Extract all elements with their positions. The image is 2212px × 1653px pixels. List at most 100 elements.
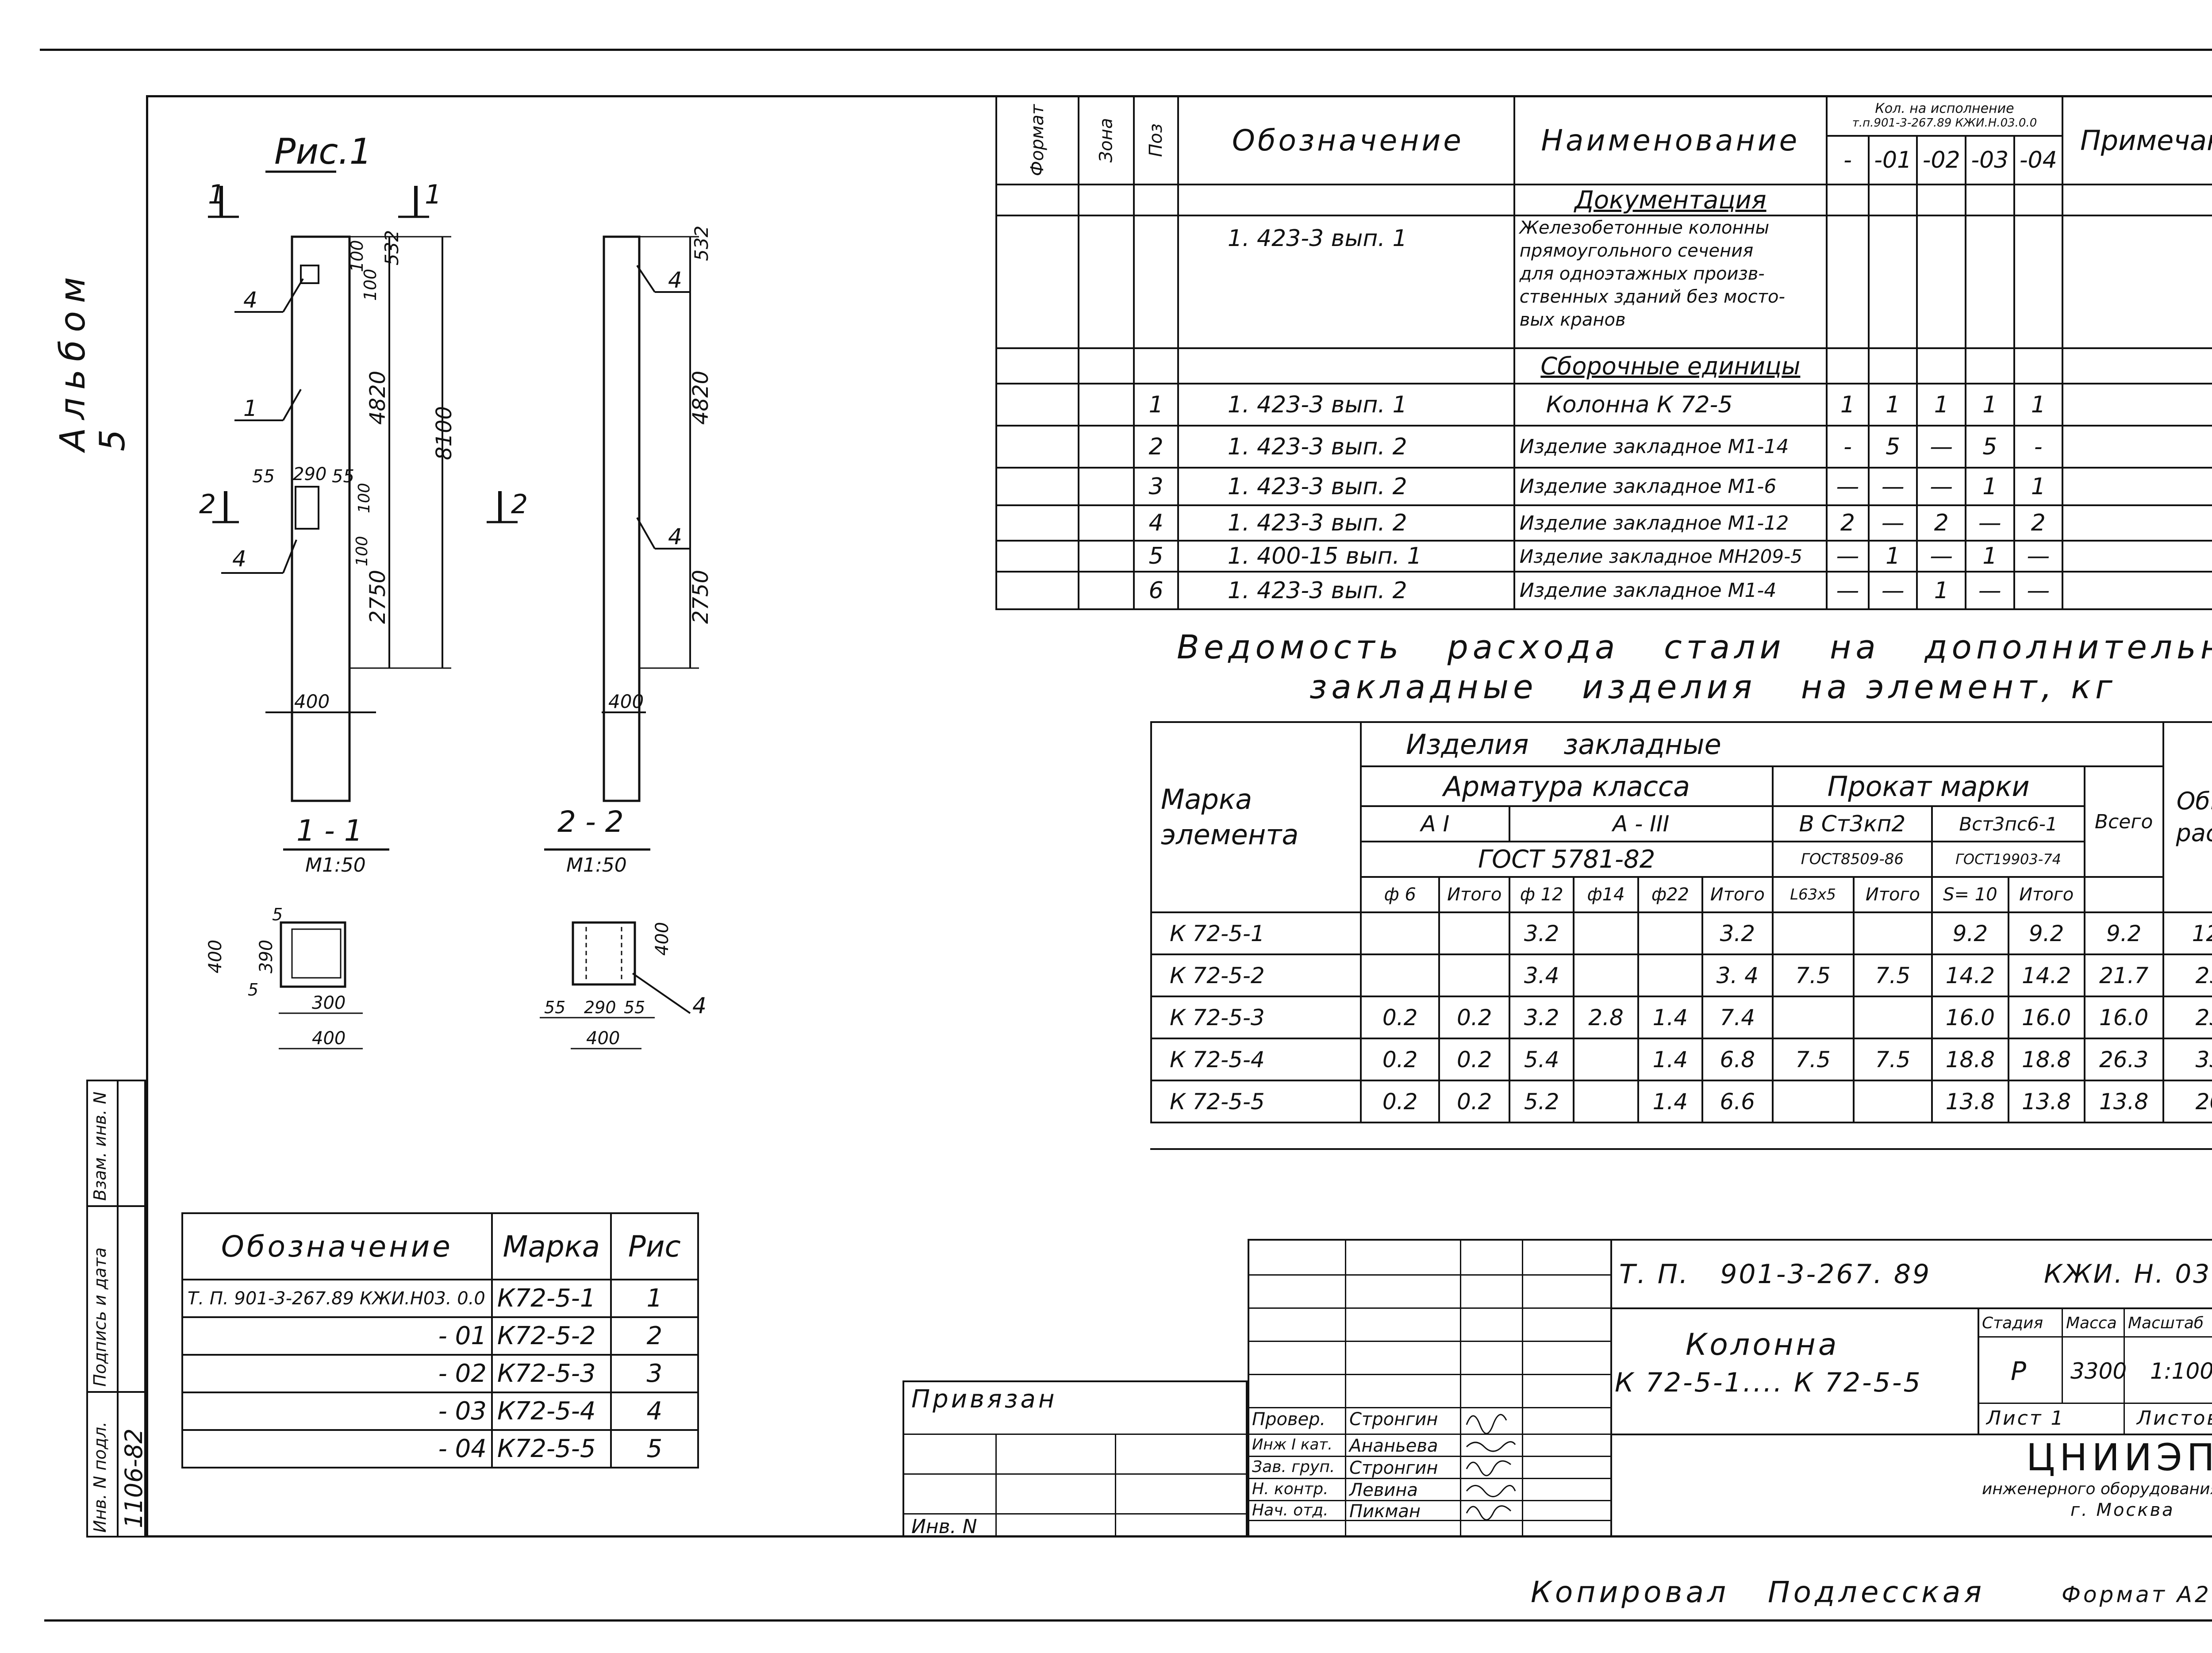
dim-100a: 100: [347, 240, 367, 272]
spec-row: 2 1. 423-3 вып. 2 Изделие закладное М1-1…: [995, 425, 2212, 469]
column-front: [291, 235, 351, 802]
s2-d400b: 400: [586, 1028, 620, 1049]
steel-title-line1: Ведомость расхода стали на дополнительны…: [1177, 628, 2212, 666]
privyazan-label: Привязан: [911, 1385, 1057, 1414]
variant-3: -03: [1965, 135, 2015, 185]
marks-table: Обозначение Марка Рис Т. П. 901-3-267.89…: [181, 1212, 699, 1468]
steel-col-rebar: Арматура класса: [1359, 765, 1774, 807]
column-side: [603, 235, 641, 802]
steel-itogo4: Итого: [2007, 876, 2085, 913]
figure-title: Рис.1: [274, 131, 372, 172]
steel-gost8509: ГОСТ8509-86: [1771, 841, 1933, 878]
name-3: Левина: [1349, 1480, 1418, 1500]
steel-f12: ф 12: [1508, 876, 1575, 913]
album-label: Альбом 5: [53, 269, 133, 451]
spec-row: 4 1. 423-3 вып. 2 Изделие закладное М1-1…: [995, 504, 2212, 542]
s2-d55l: 55: [544, 998, 565, 1017]
side-stamp: Взам. инв. N Подпись и дата Инв. N подл.…: [86, 1080, 148, 1538]
marks-col-mark: Марка: [491, 1212, 612, 1280]
steel-itogo1: Итого: [1438, 876, 1510, 913]
s1-d5b: 5: [248, 980, 258, 999]
section-2-shape: [572, 921, 636, 986]
dim-100c: 100: [355, 483, 373, 513]
steel-aiii: А - III: [1508, 805, 1774, 842]
name-0: Стронгин: [1349, 1409, 1438, 1430]
steel-col-all: Всего: [2083, 765, 2164, 878]
steel-col-mark: Марка элемента: [1150, 721, 1362, 913]
section-docs: Документация: [1513, 184, 1828, 216]
pos-4c: 4: [668, 267, 682, 293]
marks-row: - 03 К72-5-4 4: [181, 1392, 699, 1431]
dim-400-front: 400: [294, 691, 330, 712]
scale-value: 1:100: [2150, 1358, 2212, 1384]
steel-gost19903: ГОСТ19903-74: [1931, 841, 2085, 878]
s1-d300: 300: [312, 993, 346, 1013]
steel-title-line2: закладные изделия на элемент, кг: [1310, 668, 2117, 706]
steel-itogo2: Итого: [1701, 876, 1774, 913]
cut-2-left: 2: [199, 489, 216, 520]
dim-100b: 100: [361, 269, 380, 301]
footer-format: Формат А2: [2062, 1582, 2212, 1607]
col-qty: Кол. на исполнение т.п.901-3-267.89 КЖИ.…: [1825, 95, 2064, 137]
steel-table-rule: [1150, 1148, 2212, 1150]
stamp-vzam: Взам. инв. N: [90, 1092, 110, 1201]
s1-d400: 400: [205, 940, 226, 973]
org-line2: инженерного оборудования: [1982, 1480, 2212, 1498]
role-0: Провер.: [1252, 1409, 1326, 1430]
dim-2750: 2750: [365, 570, 390, 624]
bottom-rule: [44, 1619, 2212, 1622]
steel-f6: ф 6: [1359, 876, 1440, 913]
steel-col-rolled: Прокат марки: [1771, 765, 2085, 807]
cut-1-left: 1: [208, 179, 225, 210]
s1-d390: 390: [256, 940, 276, 973]
steel-col-embedded: Изделия закладные: [1359, 721, 2164, 767]
spec-table: Формат Зона Поз Обозначение Наименование…: [995, 95, 2212, 610]
variant-2: -02: [1916, 135, 1967, 185]
title-block: Привязан Инв. N Провер. Стронгин Инж I к…: [902, 1239, 2212, 1538]
side-dim-4820: 4820: [688, 371, 713, 425]
steel-table: Марка элемента Изделия закладные Общий р…: [1150, 721, 2212, 1123]
steel-ai: А I: [1359, 805, 1510, 842]
pos-1: 1: [243, 396, 257, 421]
stamp-inv-number: 1106-82: [120, 1428, 148, 1528]
signatures: [1466, 1414, 1516, 1521]
org-city: г. Москва: [2070, 1500, 2175, 1520]
steel-vst3ps6: Вст3пс6-1: [1931, 805, 2085, 842]
steel-row: К 72-5-5 0.20.25.21.46.613.813.813.820.6: [1150, 1080, 2212, 1123]
col-name: Наименование: [1513, 95, 1828, 185]
name-4: Пикман: [1349, 1501, 1421, 1522]
s1-d5a: 5: [272, 905, 283, 924]
section-units: Сборочные единицы: [1513, 347, 1828, 384]
side-dim-532: 532: [691, 226, 712, 261]
dim-55-right: 55: [332, 466, 354, 487]
dim-55-left: 55: [252, 466, 275, 487]
steel-f22: ф22: [1637, 876, 1704, 913]
pos-4d: 4: [668, 524, 682, 550]
org-name: ЦНИИЭП: [2026, 1436, 2212, 1479]
mass-label: Масса: [2066, 1314, 2117, 1332]
embedded-mid-front: [295, 486, 319, 530]
pos-4b: 4: [232, 546, 246, 572]
s2-d400: 400: [652, 922, 672, 956]
stage-value: Р: [2011, 1356, 2026, 1386]
cut-2-right: 2: [511, 489, 528, 520]
name-1: Ананьева: [1349, 1436, 1438, 1456]
marks-col-designation: Обозначение: [181, 1212, 493, 1280]
qty-ref: т.п.901-3-267.89 КЖИ.Н.03.0.0: [1852, 116, 2037, 130]
spec-row: 5 1. 400-15 вып. 1 Изделие закладное МН2…: [995, 540, 2212, 573]
dim-532: 532: [381, 230, 403, 265]
role-2: Зав. груп.: [1252, 1458, 1335, 1476]
steel-l63: L63x5: [1771, 876, 1855, 913]
doc-name: Железобетонные колонны прямоугольного се…: [1513, 215, 1828, 349]
pos-4e: 4: [692, 993, 707, 1019]
section-1-scale: М1:50: [305, 854, 366, 876]
col-zone: Зона: [1078, 95, 1135, 185]
steel-f14: ф14: [1573, 876, 1639, 913]
s2-d290: 290: [584, 998, 616, 1017]
marks-row: - 02 К72-5-3 3: [181, 1354, 699, 1393]
side-dim-2750: 2750: [688, 570, 713, 624]
doc-code: КЖИ. Н. 03. 0.0: [2044, 1259, 2212, 1289]
stamp-sign-date: Подпись и дата: [90, 1247, 110, 1387]
